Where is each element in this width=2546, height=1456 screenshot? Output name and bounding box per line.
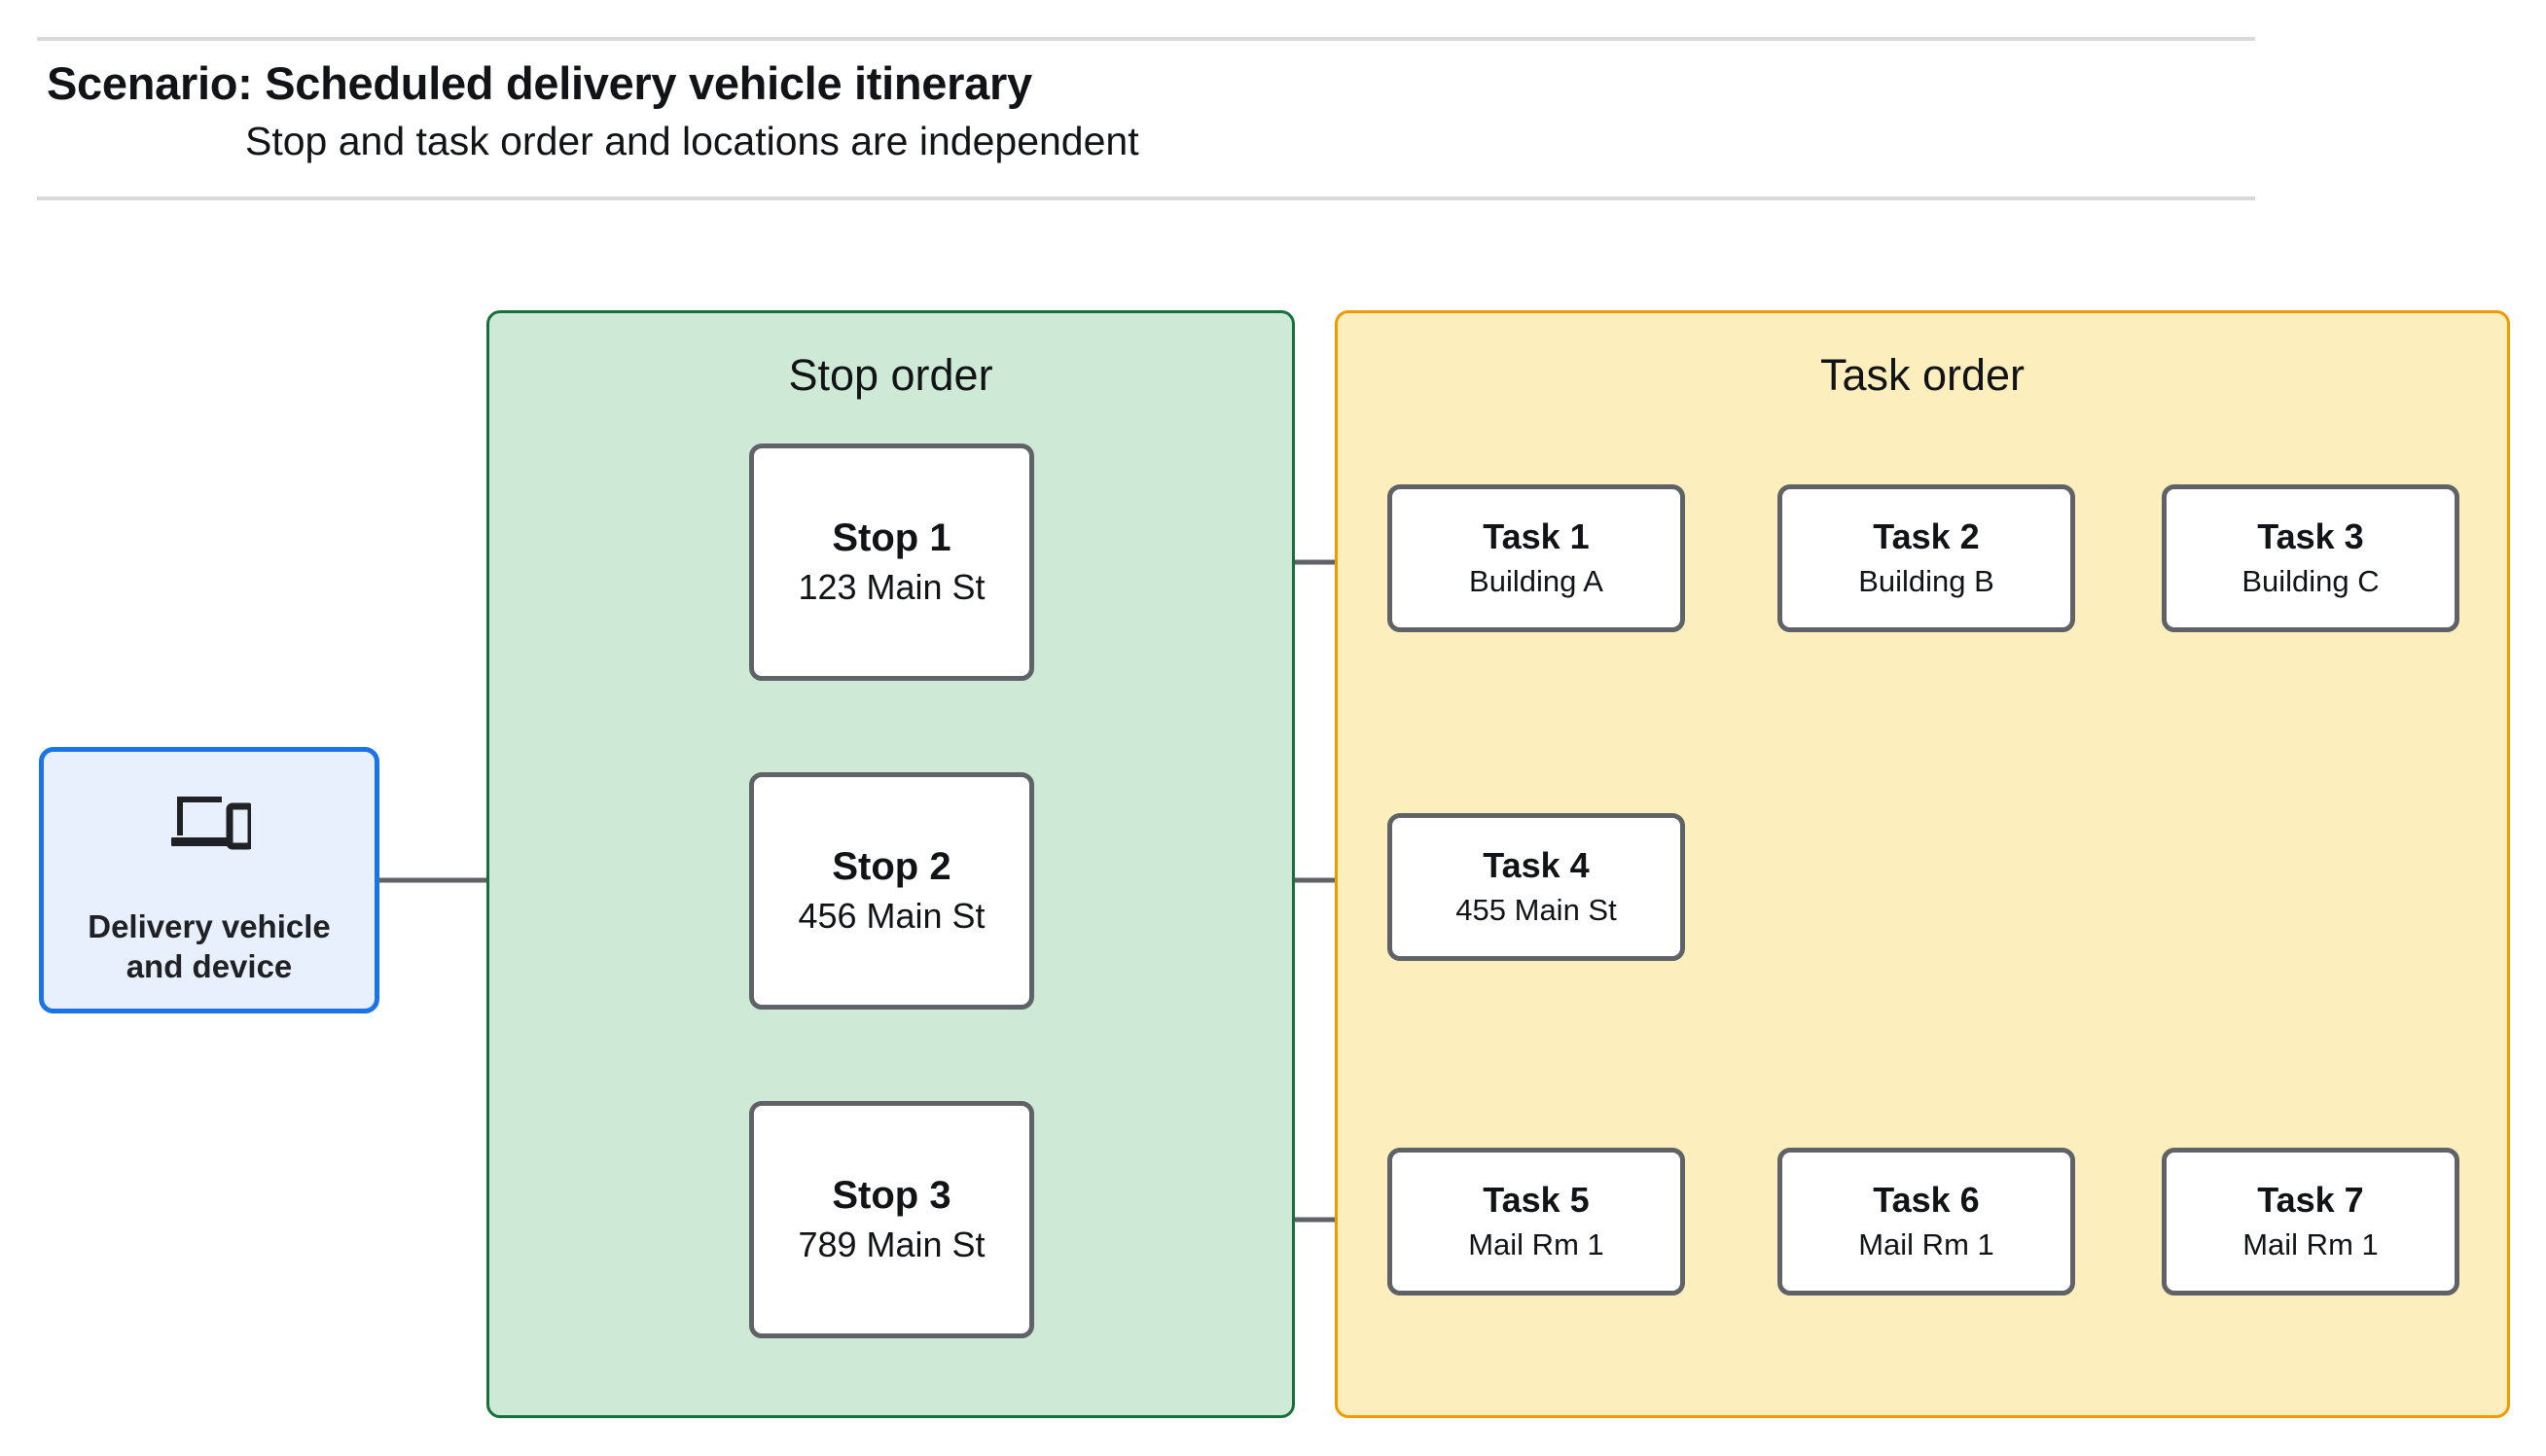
delivery-vehicle-node[interactable]: Delivery vehicle and device: [39, 747, 379, 1013]
task-order-heading: Task order: [1819, 350, 2026, 400]
stop-node-1[interactable]: Stop 1 123 Main St: [749, 444, 1034, 681]
task-node-location: Building C: [2241, 563, 2380, 598]
stop-node-3[interactable]: Stop 3 789 Main St: [749, 1101, 1034, 1338]
task-node-title: Task 7: [2257, 1180, 2364, 1221]
task-node-title: Task 4: [1483, 845, 1590, 886]
task-node-2[interactable]: Task 2 Building B: [1777, 484, 2075, 632]
task-node-1[interactable]: Task 1 Building A: [1387, 484, 1685, 632]
task-node-3[interactable]: Task 3 Building C: [2162, 484, 2459, 632]
task-node-location: Building A: [1469, 563, 1603, 598]
task-node-title: Task 6: [1873, 1180, 1980, 1221]
task-node-location: 455 Main St: [1455, 892, 1617, 927]
header-divider-bottom: [37, 196, 2255, 200]
task-node-title: Task 5: [1483, 1180, 1590, 1221]
task-node-7[interactable]: Task 7 Mail Rm 1: [2162, 1148, 2459, 1296]
stop-node-title: Stop 1: [832, 516, 951, 560]
stop-node-address: 789 Main St: [798, 1225, 986, 1265]
header-divider-top: [37, 37, 2255, 41]
task-node-location: Mail Rm 1: [1858, 1226, 1994, 1261]
stop-node-2[interactable]: Stop 2 456 Main St: [749, 772, 1034, 1010]
stop-node-title: Stop 3: [832, 1174, 951, 1218]
task-node-4[interactable]: Task 4 455 Main St: [1387, 813, 1685, 961]
scenario-title: Scenario: Scheduled delivery vehicle iti…: [47, 57, 1032, 109]
task-node-location: Building B: [1858, 563, 1994, 598]
stop-node-address: 456 Main St: [798, 896, 986, 937]
task-node-title: Task 3: [2257, 516, 2364, 557]
stop-node-address: 123 Main St: [798, 567, 986, 608]
scenario-subtitle: Stop and task order and locations are in…: [245, 119, 1139, 163]
task-node-location: Mail Rm 1: [1468, 1226, 1604, 1261]
stop-order-heading: Stop order: [788, 350, 993, 400]
task-node-title: Task 1: [1483, 516, 1590, 557]
task-node-5[interactable]: Task 5 Mail Rm 1: [1387, 1148, 1685, 1296]
task-node-location: Mail Rm 1: [2242, 1226, 2379, 1261]
delivery-vehicle-label: Delivery vehicle and device: [88, 908, 331, 984]
task-node-title: Task 2: [1873, 516, 1980, 557]
devices-laptop-phone-icon: [167, 791, 255, 851]
task-node-6[interactable]: Task 6 Mail Rm 1: [1777, 1148, 2075, 1296]
stop-node-title: Stop 2: [832, 845, 951, 889]
